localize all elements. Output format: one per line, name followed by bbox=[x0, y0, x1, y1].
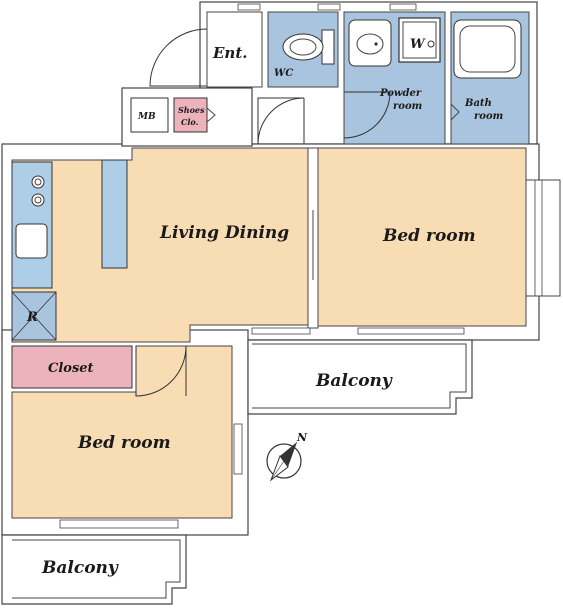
bathtub-inner bbox=[459, 25, 516, 73]
closet-label: Closet bbox=[48, 361, 94, 376]
window-powder bbox=[389, 3, 417, 11]
bedroom-west-label: Bed room bbox=[77, 433, 171, 453]
powder-room-label-line1: Powder bbox=[379, 88, 422, 99]
washbasin-drain bbox=[374, 42, 378, 46]
washbasin-counter bbox=[348, 19, 392, 67]
bedroom-west-door-swing bbox=[135, 345, 187, 397]
island-counter bbox=[101, 159, 128, 269]
washing-machine-pan-inner bbox=[402, 21, 437, 59]
powder-room-door-swing bbox=[343, 91, 391, 139]
toilet-seat bbox=[289, 38, 317, 56]
entrance-door-swing bbox=[149, 28, 208, 87]
kitchen-sink bbox=[15, 223, 48, 259]
entrance-label: Ent. bbox=[212, 44, 248, 62]
living-dining-label: Living Dining bbox=[159, 223, 289, 243]
bath-room-label-line1: Bath bbox=[464, 98, 492, 109]
washing-machine-pan bbox=[398, 17, 441, 63]
shoes-closet-label-line2: Clo. bbox=[181, 117, 199, 127]
washbasin-bowl bbox=[356, 33, 384, 55]
balcony-west-label: Balcony bbox=[41, 558, 119, 578]
window-bedroom-west-south bbox=[59, 519, 179, 529]
stove-burner-2-inner bbox=[34, 196, 42, 204]
toilet-bowl bbox=[282, 33, 324, 61]
bedroom-east bbox=[317, 147, 527, 327]
refrigerator-label: R bbox=[26, 310, 38, 325]
meter-box-label: MB bbox=[137, 112, 156, 122]
bedroom-east-label: Bed room bbox=[382, 226, 476, 246]
window-wc bbox=[317, 3, 341, 11]
shoes-closet bbox=[173, 97, 208, 133]
stove-burner-1 bbox=[31, 175, 45, 189]
entrance-area bbox=[206, 11, 263, 88]
balcony-east-label: Balcony bbox=[315, 371, 393, 391]
wc-label: WC bbox=[274, 68, 293, 79]
balcony-east-inner bbox=[252, 343, 467, 409]
window-ld-south bbox=[251, 327, 311, 335]
bath-room-door-mark bbox=[450, 103, 460, 121]
compass-north-label: N bbox=[296, 431, 308, 444]
shoes-closet-door-mark bbox=[206, 107, 216, 123]
bathtub bbox=[453, 19, 522, 79]
meter-box bbox=[130, 97, 169, 133]
stove-burner-1-inner bbox=[34, 178, 42, 186]
washer-drain-icon bbox=[427, 40, 435, 48]
balcony-west bbox=[1, 534, 187, 605]
window-entrance bbox=[237, 3, 261, 11]
window-bedroom-west-side bbox=[233, 423, 243, 475]
shoes-closet-label-line1: Shoes bbox=[178, 105, 205, 115]
balcony-east bbox=[247, 339, 473, 415]
refrigerator-diagonal-2 bbox=[11, 291, 57, 341]
toilet-tank bbox=[321, 29, 335, 65]
window-bedroom-east-south bbox=[357, 327, 465, 335]
bay-window bbox=[525, 179, 561, 297]
washer-label: W bbox=[410, 37, 426, 52]
stove-burner-2 bbox=[31, 193, 45, 207]
powder-room-label-line2: room bbox=[393, 101, 422, 112]
compass-icon bbox=[266, 441, 302, 482]
bath-room-label-line2: room bbox=[474, 111, 503, 122]
closet bbox=[11, 345, 133, 389]
balcony-west-inner bbox=[12, 539, 181, 599]
